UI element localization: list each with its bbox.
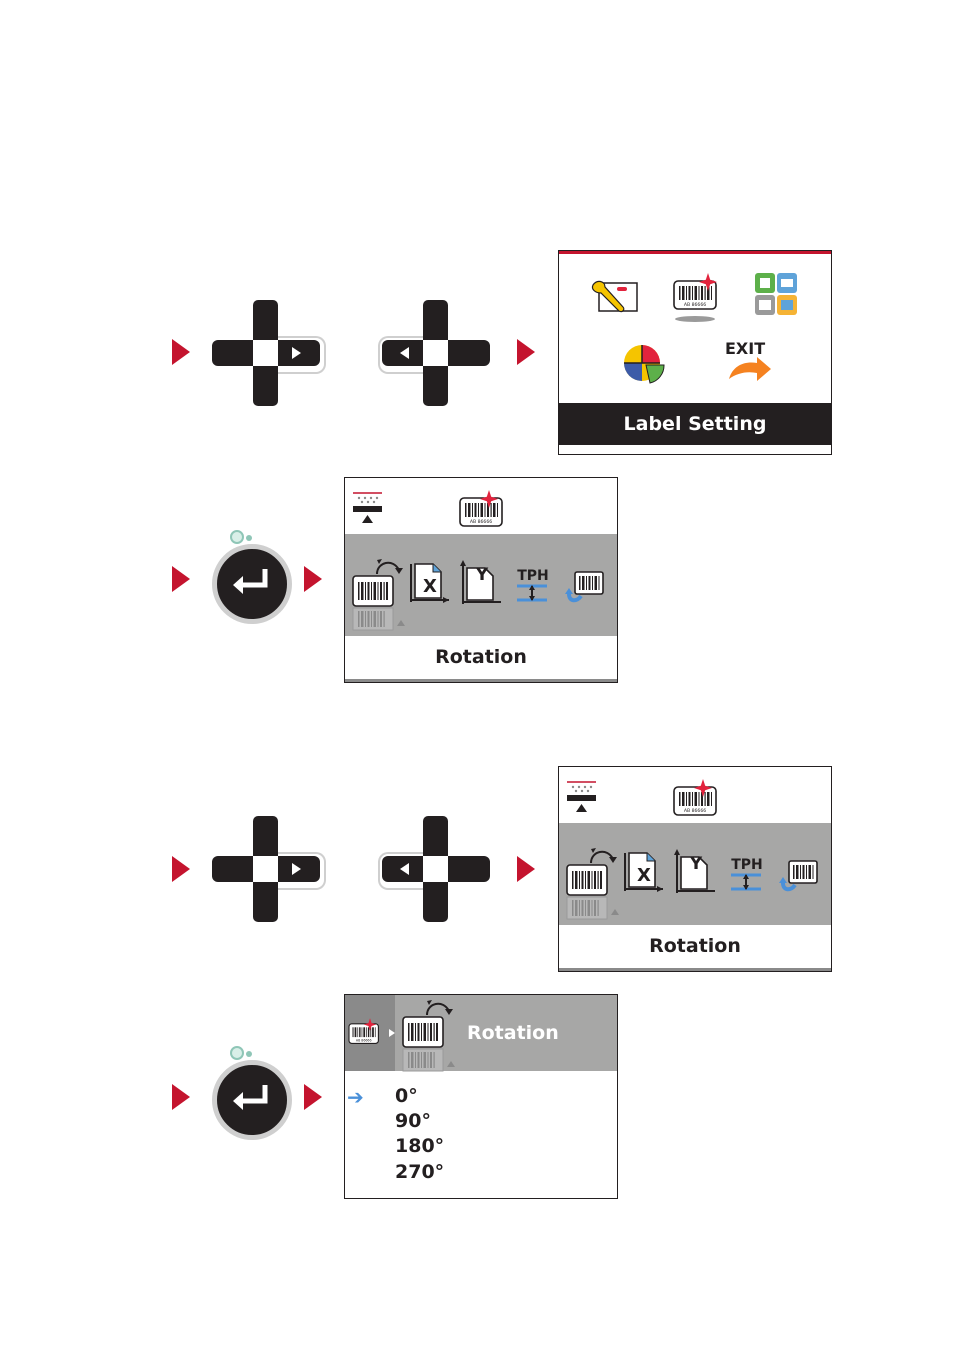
enter-button[interactable] <box>212 1060 292 1140</box>
rotation-option-90[interactable]: 90° <box>395 1110 431 1132</box>
dpad-left-press[interactable] <box>382 816 492 922</box>
wrench-setup-icon <box>591 277 641 317</box>
barcode-label-icon <box>459 488 505 528</box>
barcode-label-icon <box>669 273 721 323</box>
lcd-bottom-rule <box>345 679 617 682</box>
flow-arrow <box>304 1084 322 1110</box>
rotation-icon[interactable] <box>351 560 407 630</box>
mirror-icon[interactable] <box>781 861 825 897</box>
y-offset-icon[interactable]: Y <box>675 853 719 897</box>
selected-item-label: Rotation <box>345 646 617 668</box>
lcd-main-menu: EXIT Label Setting <box>558 250 832 455</box>
flow-arrow <box>172 856 190 882</box>
selected-item-label: Rotation <box>559 935 831 957</box>
y-offset-icon[interactable]: Y <box>461 564 505 608</box>
y-letter: Y <box>689 854 703 874</box>
dpad-center <box>253 340 278 366</box>
x-letter: X <box>637 865 651 886</box>
dpad-left-press[interactable] <box>382 300 492 406</box>
tph-text: TPH <box>517 568 549 584</box>
flow-arrow <box>304 566 322 592</box>
flow-arrow <box>172 566 190 592</box>
x-offset-icon[interactable]: X <box>623 853 667 897</box>
mirror-icon[interactable] <box>567 572 611 608</box>
rotation-option-180[interactable]: 180° <box>395 1135 444 1157</box>
right-arrow-icon <box>292 863 301 875</box>
y-letter: Y <box>475 565 489 585</box>
pie-chart-icon <box>622 343 668 383</box>
lcd-top-bar <box>559 251 831 254</box>
rotation-option-0[interactable]: 0° <box>395 1085 418 1107</box>
barcode-label-icon <box>673 777 719 817</box>
enter-arrow-icon <box>231 1083 275 1117</box>
rotation-icon <box>401 1001 457 1071</box>
right-arrow-icon <box>292 347 301 359</box>
lcd-label-setting-1: X Y TPH Rotation <box>344 477 618 683</box>
status-icon <box>353 492 383 526</box>
left-arrow-icon <box>400 347 409 359</box>
dpad-right-press[interactable] <box>212 816 322 922</box>
enter-arrow-icon <box>231 567 275 601</box>
dpad-center <box>423 856 448 882</box>
flow-arrow <box>172 339 190 365</box>
dpad-center <box>253 856 278 882</box>
rotation-option-270[interactable]: 270° <box>395 1161 444 1183</box>
tph-icon[interactable]: TPH <box>727 855 771 897</box>
lcd-rotation-options: Rotation ➔ 0° 90° 180° 270° <box>344 994 618 1199</box>
dpad-center <box>423 340 448 366</box>
status-icon <box>567 781 597 815</box>
x-offset-icon[interactable]: X <box>409 564 453 608</box>
header-title: Rotation <box>467 1022 559 1044</box>
selected-menu-label: Label Setting <box>559 403 831 445</box>
left-arrow-icon <box>400 863 409 875</box>
x-letter: X <box>423 576 437 597</box>
enter-button[interactable] <box>212 544 292 624</box>
tph-icon[interactable]: TPH <box>513 566 557 608</box>
barcode-label-icon <box>349 1021 395 1049</box>
lcd-label-setting-2: X Y TPH Rotation <box>558 766 832 972</box>
rotation-icon[interactable] <box>565 849 621 919</box>
flow-arrow <box>517 856 535 882</box>
cursor-arrow-icon: ➔ <box>347 1085 364 1109</box>
flow-arrow <box>172 1084 190 1110</box>
interface-icon <box>755 273 799 319</box>
exit-arrow-icon <box>727 355 775 385</box>
tph-text: TPH <box>731 857 763 873</box>
lcd-bottom-rule <box>559 968 831 971</box>
flow-arrow <box>517 339 535 365</box>
dpad-right-press[interactable] <box>212 300 322 406</box>
